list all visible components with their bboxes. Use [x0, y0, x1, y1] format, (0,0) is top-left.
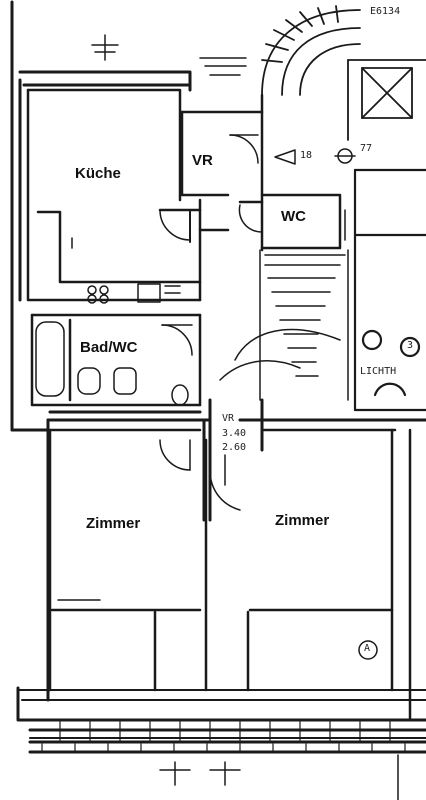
circle-number: 3: [407, 340, 414, 351]
room-label-vr: VR: [192, 152, 213, 169]
vr-small-dim-2: 2.60: [222, 442, 247, 453]
wc-walls: [238, 193, 342, 250]
wc-door-swing: [238, 204, 263, 233]
door-number-18: 18: [300, 150, 313, 161]
vr-lower-door-right: [209, 469, 241, 511]
mark-a-label: A: [364, 643, 371, 654]
bathroom-door-swing: [161, 324, 193, 356]
vr-lower-door-left: [159, 439, 191, 471]
room-label-wc: WC: [281, 208, 306, 225]
kitchen-door-swing: [159, 209, 191, 241]
kitchen-walls: [26, 88, 202, 302]
door-arrow-18: [274, 149, 296, 165]
window-ticks: [41, 721, 406, 753]
central-stair: [219, 249, 349, 401]
vr-door-swing: [229, 134, 259, 164]
vr-small-dim-1: 3.40: [222, 428, 247, 439]
vr-small-label: VR: [222, 413, 235, 424]
room-label-zimmer-right: Zimmer: [275, 512, 330, 529]
zimmer-right-walls: [204, 428, 412, 722]
zimmer-left-walls: [48, 428, 202, 692]
bathroom-walls: [30, 313, 202, 407]
spiral-stair: [261, 5, 426, 141]
outer-walls: [10, 0, 426, 754]
middle-walls: [46, 398, 426, 522]
vr-top-walls: [180, 93, 264, 252]
room-label-zimmer-left: Zimmer: [86, 515, 141, 532]
window-symbols: [91, 34, 399, 800]
room-label-bad-wc: Bad/WC: [80, 339, 138, 356]
mark-a-circle: [358, 640, 378, 660]
lichthof-label: LICHTH: [360, 366, 397, 377]
door-number-77: 77: [360, 143, 373, 154]
kitchen-appliances: [71, 237, 181, 304]
lichthof-walls: [353, 168, 426, 412]
code-top-right: E6134: [370, 6, 401, 17]
bathroom-fixtures: [35, 321, 189, 406]
room-label-kueche: Küche: [75, 165, 121, 182]
